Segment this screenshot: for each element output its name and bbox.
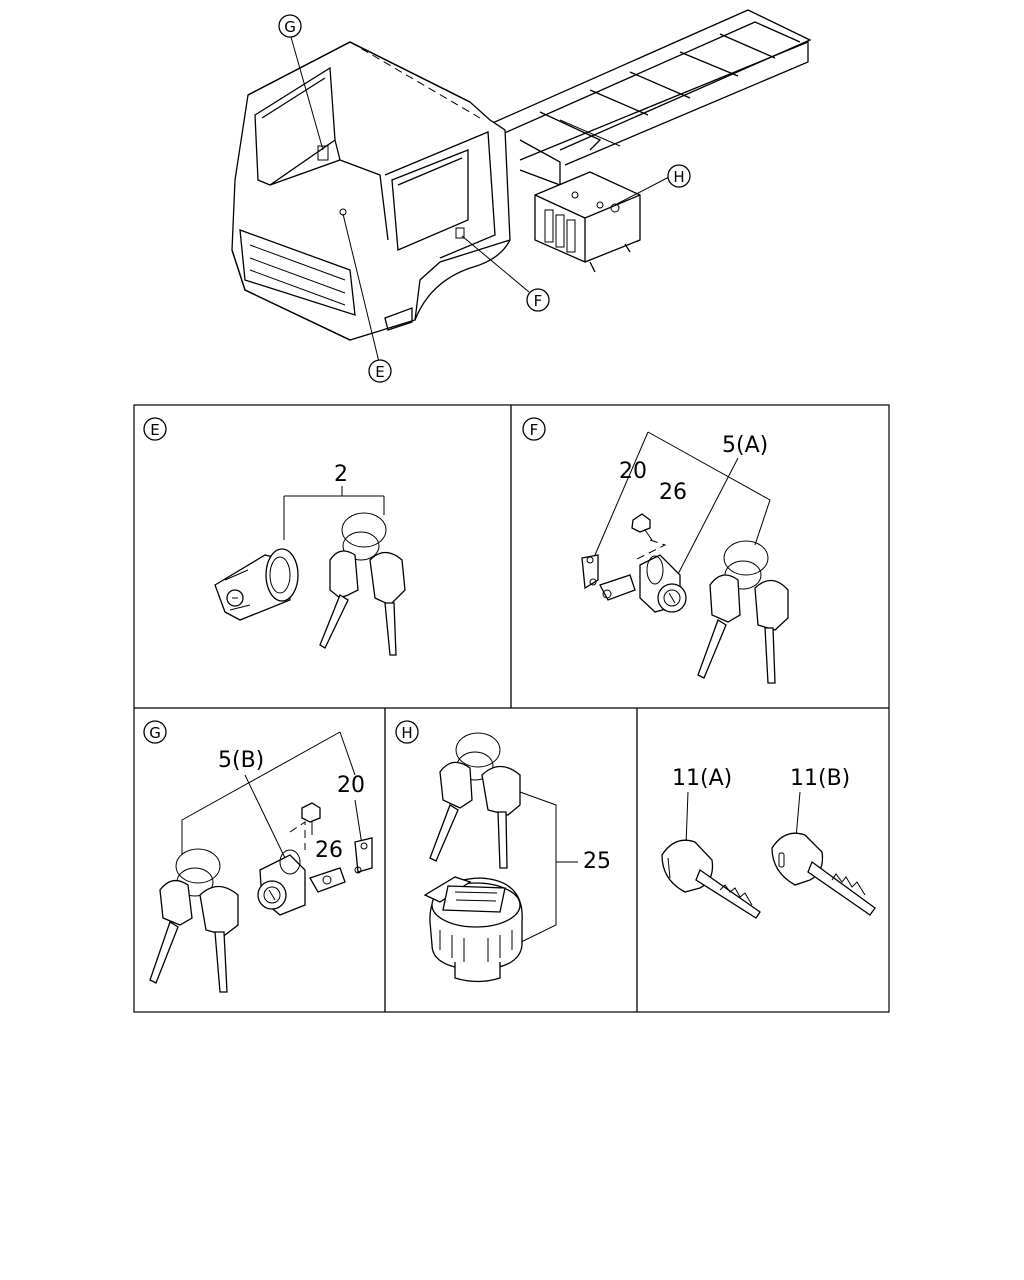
key-set-f [697,540,789,684]
panel-g-letter: G [149,724,161,742]
label-5a: 5(A) [722,433,768,458]
chassis-frame [487,9,812,186]
key-11a [661,839,761,919]
panel-g: G 5(B) 20 26 [143,720,373,993]
label-5b: 5(B) [218,748,264,773]
fuel-box [534,171,641,273]
label-20-g: 20 [337,773,365,798]
panel-h: H 25 [395,720,611,983]
key-set-g [149,848,239,993]
label-20-f: 20 [619,459,647,484]
panel-h-letter: H [401,724,412,742]
door-lock-cylinder-5a [639,554,687,613]
panel-e: E 2 [143,417,406,656]
label-26-g: 26 [315,838,343,863]
panel-e-letter: E [150,421,159,439]
truck-overview: G H F E [231,9,812,383]
callout-h-label: H [673,168,684,186]
bolt-26-f [631,513,667,561]
callout-e-label: E [375,363,384,381]
panel-f: F 20 26 5(A) [522,417,789,684]
label-26-f: 26 [659,480,687,505]
hood-lock-cylinder [214,548,299,621]
fuel-cap-25 [423,876,523,983]
overview-leaders [290,36,670,363]
callout-f: F [526,288,550,312]
bracket-20-f [581,554,636,601]
bracket-20-g [309,837,373,893]
key-set-h [429,732,521,869]
door-lock-cylinder-5b [257,849,306,916]
key-set-e [319,512,406,656]
callout-h: H [667,164,691,188]
key-11b [771,832,876,916]
callout-f-label: F [534,292,543,310]
truck-cab [231,41,511,341]
callout-g: G [278,14,302,38]
panel-keys: 11(A) 11(B) [661,766,876,919]
callout-g-label: G [284,18,296,36]
label-11a: 11(A) [672,766,732,791]
panel-f-letter: F [530,421,539,439]
label-25: 25 [583,849,611,874]
label-11b: 11(B) [790,766,850,791]
label-2: 2 [334,462,348,487]
bolt-26-g [289,802,321,850]
callout-e: E [368,359,392,383]
